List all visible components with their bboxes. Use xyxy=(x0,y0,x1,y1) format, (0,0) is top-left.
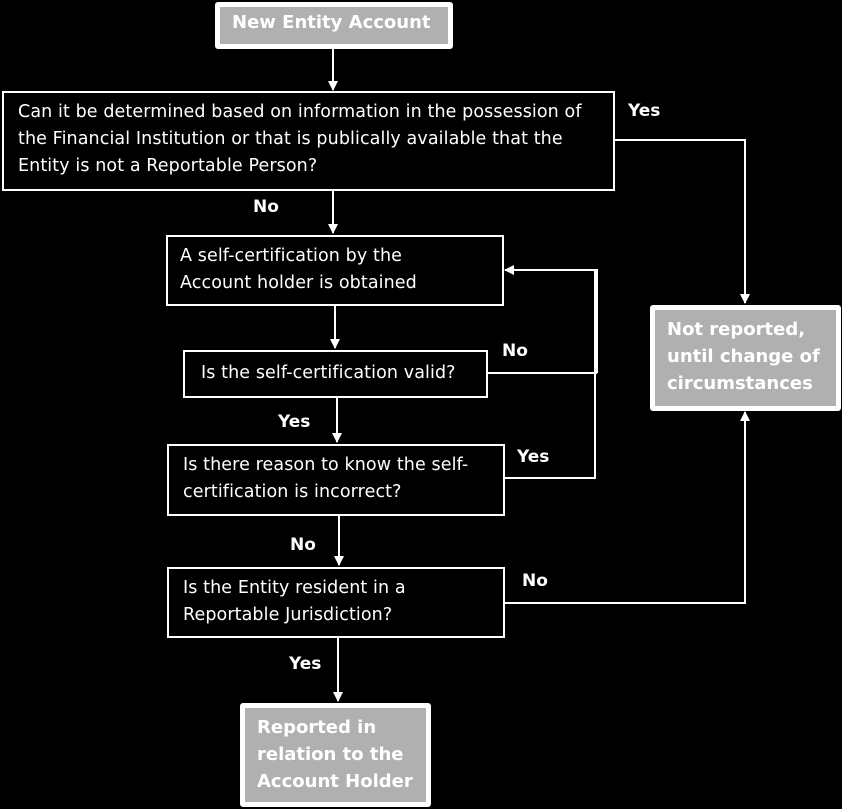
arrow-resident-no xyxy=(505,411,750,604)
label-valid-no: No xyxy=(502,341,528,361)
decision-publicly-available: Can it be determined based on informatio… xyxy=(2,91,615,191)
decision-valid: Is the self-certification valid? xyxy=(183,350,488,398)
label-incorrect-yes: Yes xyxy=(517,447,550,467)
label-q1-yes: Yes xyxy=(628,101,661,121)
label-resident-yes: Yes xyxy=(289,654,322,674)
loop-back-arrow xyxy=(504,265,598,373)
self-certification-step: A self-certification by the Account hold… xyxy=(166,235,504,306)
label-valid-yes: Yes xyxy=(278,412,311,432)
label-q1-no: No xyxy=(253,197,279,217)
label-incorrect-no: No xyxy=(290,535,316,555)
arrow-q1-yes xyxy=(615,139,750,304)
loop-incorrect-yes xyxy=(505,270,596,479)
decision-incorrect: Is there reason to know the self-certifi… xyxy=(167,444,505,516)
label-resident-no: No xyxy=(522,571,548,591)
outcome-reported: Reported in relation to the Account Hold… xyxy=(240,703,431,807)
decision-resident: Is the Entity resident in a Reportable J… xyxy=(167,567,505,638)
outcome-not-reported: Not reported, until change of circumstan… xyxy=(650,305,841,411)
start-node: New Entity Account xyxy=(215,2,453,49)
